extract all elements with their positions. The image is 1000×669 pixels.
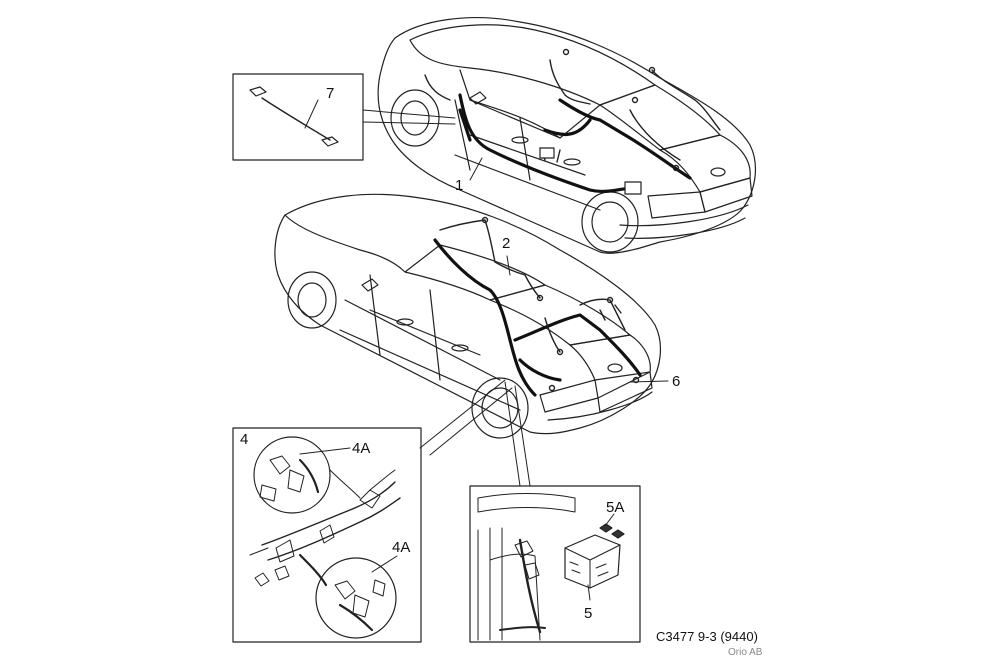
- callout-5a: 5A: [606, 499, 625, 516]
- publisher-credit: Orio AB: [728, 647, 763, 658]
- leader-1: [469, 157, 483, 181]
- callout-4: 4: [240, 431, 249, 448]
- callout-4a-bottom: 4A: [392, 539, 411, 556]
- callout-7: 7: [326, 85, 335, 102]
- inset-4: [232, 427, 422, 643]
- callout-5: 5: [584, 605, 593, 622]
- leader-inset-5: [504, 381, 531, 487]
- figure-code: C3477 9-3 (9440): [656, 629, 758, 644]
- inset-7: [232, 73, 456, 161]
- inset-5: [469, 485, 641, 643]
- leader-inset-4: [419, 379, 513, 456]
- upper-car: [377, 17, 756, 254]
- callout-4a-top: 4A: [352, 440, 371, 457]
- leader-2: [506, 255, 511, 276]
- callout-2: 2: [502, 235, 511, 252]
- callout-1: 1: [455, 177, 464, 194]
- leader-6: [629, 380, 669, 383]
- upper-car-wires: [424, 48, 721, 172]
- callout-6: 6: [672, 373, 681, 390]
- lower-car-wires: [439, 216, 640, 392]
- lower-car: [274, 193, 661, 439]
- upper-car-harness: [458, 93, 692, 194]
- lower-car-harness: [433, 238, 642, 397]
